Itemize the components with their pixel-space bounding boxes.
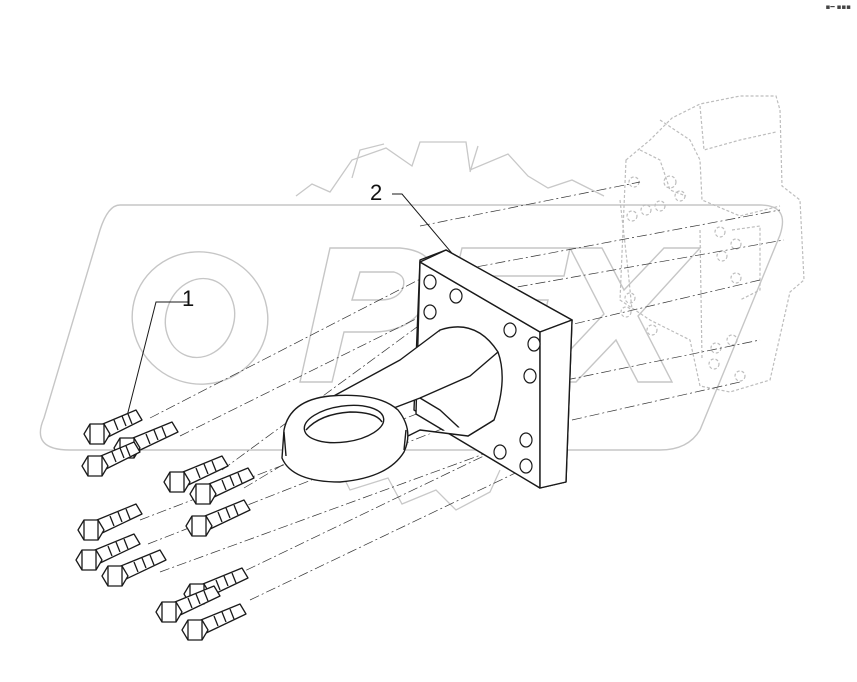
- bolt-6: [77, 503, 143, 541]
- bolt-4: [163, 455, 229, 493]
- towing-eye-part: [281, 249, 573, 489]
- bolt-11: [155, 585, 221, 623]
- bolts-group: [75, 409, 255, 641]
- corner-mark: ▪━ ▪▪▪: [825, 3, 851, 11]
- callout-leaders: [123, 193, 457, 429]
- callout-2-label: 2: [370, 180, 383, 205]
- watermark-gear: [295, 141, 605, 511]
- bolt-1: [83, 409, 143, 445]
- callout-1-label: 1: [182, 286, 195, 311]
- bolt-9: [101, 549, 167, 587]
- bolt-5: [189, 467, 255, 505]
- bolt-12: [181, 603, 247, 641]
- watermark-logo: [39, 204, 784, 451]
- bolt-8: [75, 533, 141, 571]
- bolt-3: [81, 441, 141, 477]
- bolt-7: [185, 499, 251, 537]
